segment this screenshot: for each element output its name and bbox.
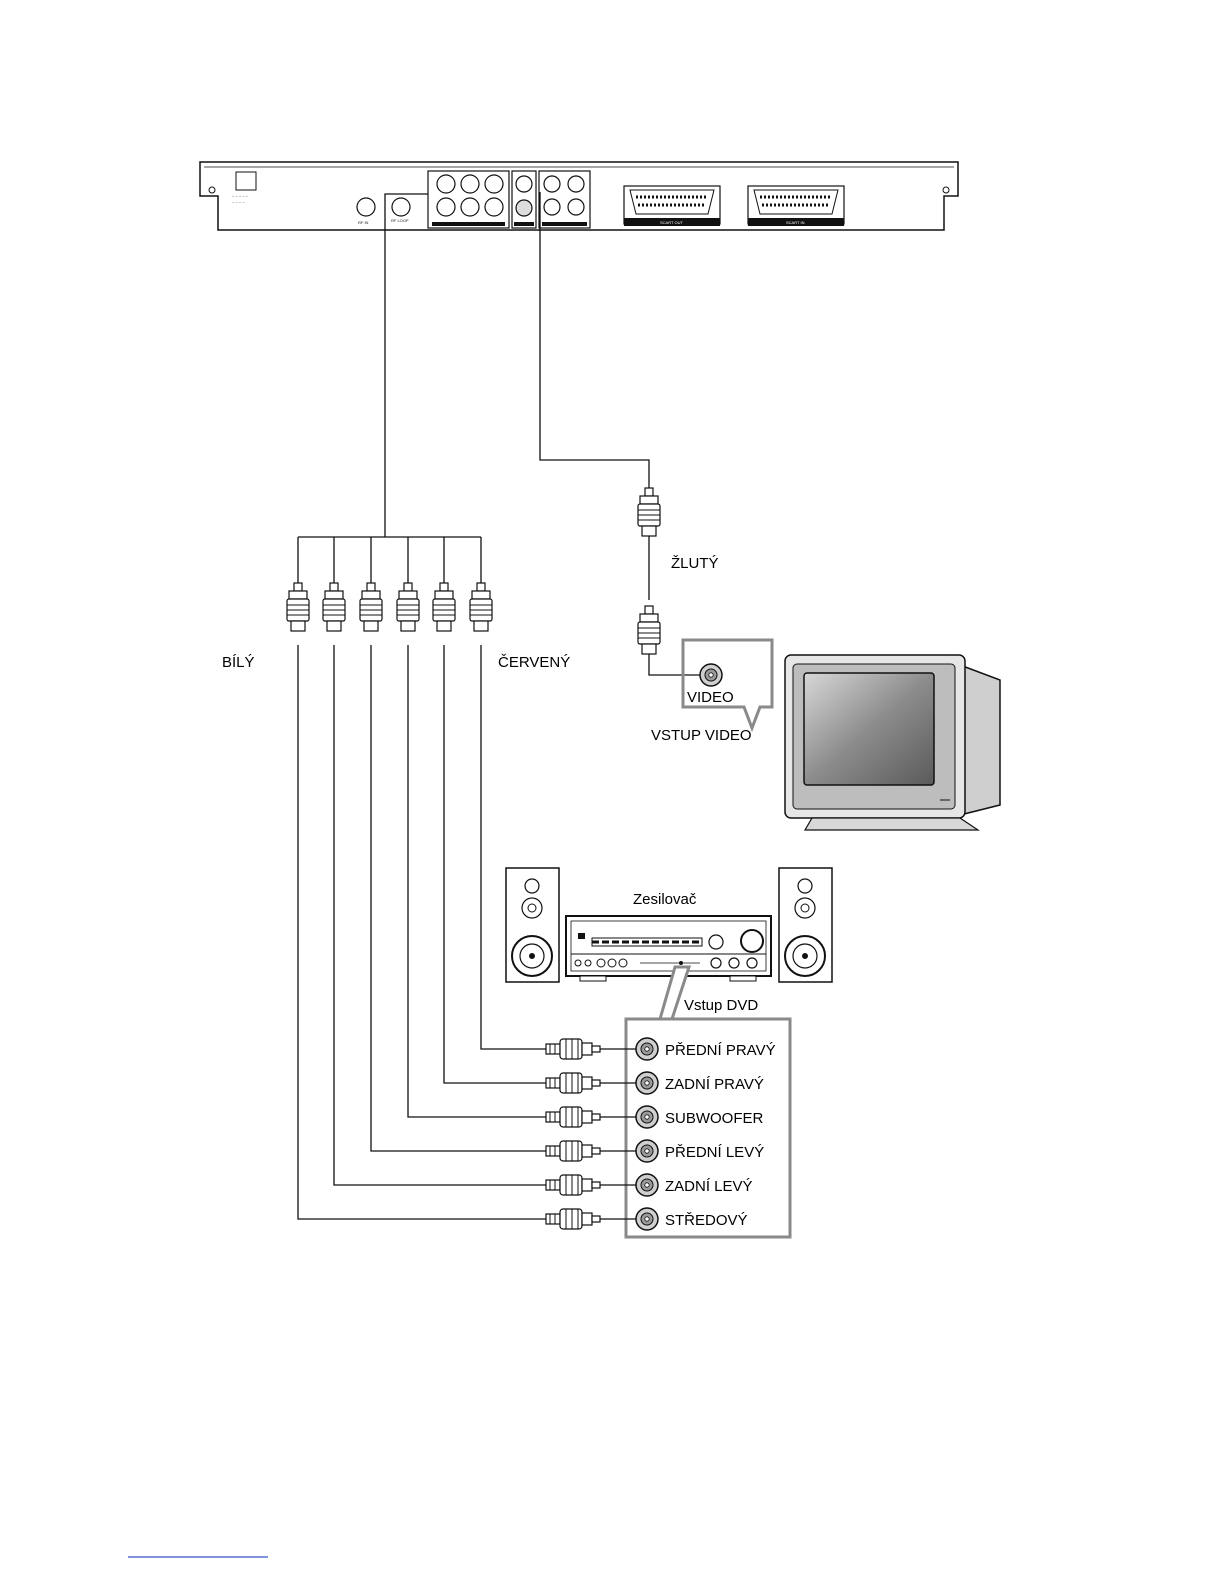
video-out-block [512,171,536,228]
scart-in-label: SCART IN [786,220,805,225]
input-jack [636,1208,658,1230]
svg-text:~ ~ ~ ~ ~: ~ ~ ~ ~ ~ [232,194,249,199]
amp-input-label: ZADNÍ LEVÝ [665,1178,753,1195]
amp-plug-leads [600,1049,636,1219]
audio-rca-plugs [287,583,492,631]
rca-plug [323,583,345,631]
amp-input-label: PŘEDNÍ PRAVÝ [665,1042,776,1059]
video-input-label: VSTUP VIDEO [651,727,752,744]
audio-cable-wires [298,194,547,1219]
amp-input-label: ZADNÍ PRAVÝ [665,1076,764,1093]
amp-input-label: SUBWOOFER [665,1110,764,1127]
amp-input-label: PŘEDNÍ LEVÝ [665,1144,764,1161]
scart-in-port: SCART IN [748,186,844,226]
amp-input-front-left: PŘEDNÍ LEVÝ [636,1140,764,1162]
amplifier [566,916,771,981]
svg-text:~ ~ ~ ~: ~ ~ ~ ~ [232,200,245,205]
rca-plug [546,1141,600,1161]
video-jack [700,664,722,686]
amp-input-list: PŘEDNÍ PRAVÝ ZADNÍ PRAVÝ SUBWOOFER PŘEDN… [636,1038,776,1230]
rf-in-label: RF IN [358,220,369,225]
amplifier-title: Zesilovač [633,891,697,908]
rca-plug [638,606,660,654]
rca-plug [546,1039,600,1059]
dvd-rear-panel: ~ ~ ~ ~ ~ ~ ~ ~ ~ RF IN RF LOOP [200,162,958,230]
red-cable-label: ČERVENÝ [498,654,570,671]
right-speaker [779,868,832,982]
tv-screen [804,673,934,785]
video-jack-label: VIDEO [687,689,734,706]
power-socket [236,172,256,190]
input-jack [636,1106,658,1128]
input-jack [636,1038,658,1060]
tv-video-input-callout: VIDEO [683,640,772,728]
rca-plug [433,583,455,631]
rca-plug [546,1209,600,1229]
amp-rca-plugs [546,1039,600,1229]
rca-plug [546,1073,600,1093]
rca-plug [287,583,309,631]
video-cable [540,192,700,675]
yellow-cable-label: ŽLUTÝ [671,555,719,572]
amp-input-label: STŘEDOVÝ [665,1212,748,1229]
rca-plug [360,583,382,631]
television [785,655,1000,830]
rf-loop-port: RF LOOP [391,198,410,223]
amp-input-front-right: PŘEDNÍ PRAVÝ [636,1038,776,1060]
scart-out-port: SCART OUT [624,186,720,226]
rca-plug [638,488,660,536]
audio-out-block [428,171,509,228]
amp-input-center: STŘEDOVÝ [636,1208,748,1230]
rca-plug [546,1175,600,1195]
rf-loop-label: RF LOOP [391,218,409,223]
left-speaker [506,868,559,982]
input-jack [636,1072,658,1094]
rca-plug [397,583,419,631]
scart-out-label: SCART OUT [660,220,684,225]
input-jack [636,1140,658,1162]
rca-plug [546,1107,600,1127]
rca-plug [470,583,492,631]
white-cable-label: BÍLÝ [222,654,255,671]
amp-input-subwoofer: SUBWOOFER [636,1106,764,1128]
input-jack [636,1174,658,1196]
component-out-block [539,171,590,228]
dvd-input-label: Vstup DVD [684,997,758,1014]
amp-input-rear-left: ZADNÍ LEVÝ [636,1174,753,1196]
amp-input-rear-right: ZADNÍ PRAVÝ [636,1072,764,1094]
